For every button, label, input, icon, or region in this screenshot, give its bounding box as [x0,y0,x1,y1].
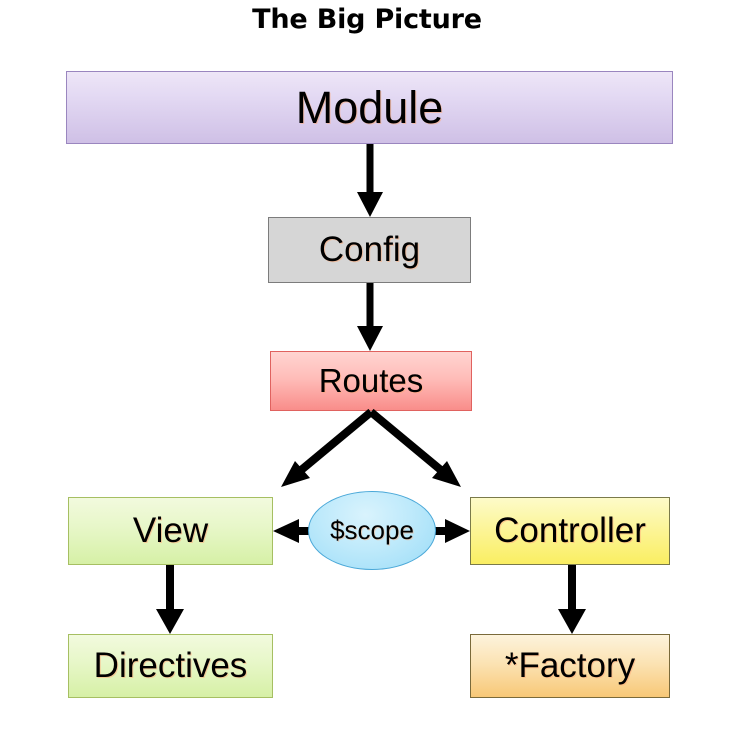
node-view-label: View [132,511,209,550]
edge-routes-to-view [281,408,374,487]
node-config[interactable]: Config [268,217,471,283]
node-module[interactable]: Module [66,71,673,144]
node-controller-label: Controller [494,511,646,550]
edge-routes-to-controller [368,408,461,487]
node-scope-label: $scope [330,515,414,545]
node-directives-label: Directives [93,646,248,685]
node-scope[interactable]: $scope [308,491,436,570]
edge-controller-to-factory [558,565,586,634]
node-directives[interactable]: Directives [68,634,273,698]
edge-scope-to-controller [434,519,470,543]
edge-config-to-routes [357,283,383,351]
diagram-title: The Big Picture [252,4,482,35]
edge-module-to-config [357,144,383,217]
node-config-label: Config [318,230,421,269]
edge-scope-to-view [273,519,310,543]
node-routes[interactable]: Routes [270,351,472,411]
node-module-label: Module [295,81,444,133]
node-controller[interactable]: Controller [470,497,670,565]
node-factory[interactable]: *Factory [470,634,670,698]
node-routes-label: Routes [318,362,424,399]
edge-view-to-directives [156,565,184,634]
node-factory-label: *Factory [504,646,636,685]
node-view[interactable]: View [68,497,273,565]
